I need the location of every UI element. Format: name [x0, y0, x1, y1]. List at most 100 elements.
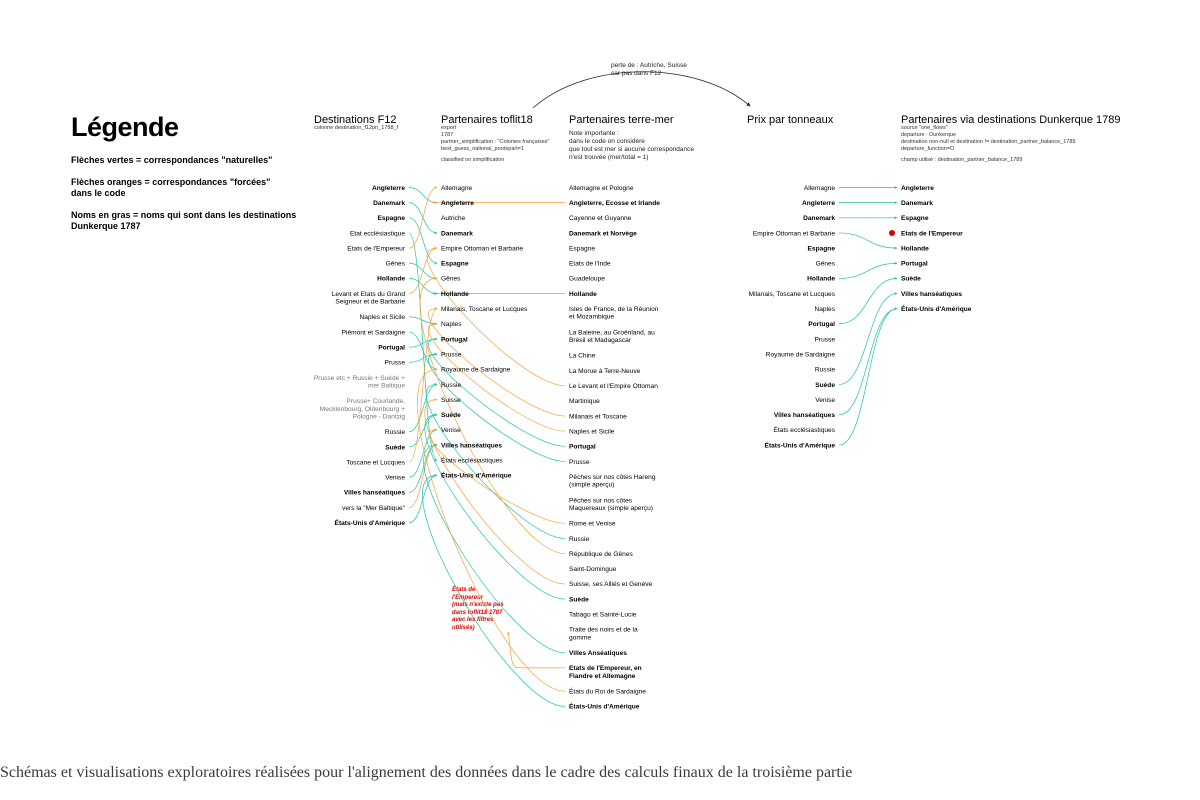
link-orange-14	[408, 307, 438, 463]
link-green-15	[408, 428, 438, 478]
node-prix-3: Empire Ottoman et Barbarie	[753, 230, 835, 237]
annotation-line: l'Empereur	[452, 594, 484, 601]
subheader-dunkerque-line: champ utilisé : destination_partner_bala…	[901, 157, 1023, 163]
link-green-9	[408, 331, 438, 371]
node-f12-5: Gênes	[386, 261, 406, 268]
subheader-toflit18-line: export	[441, 125, 457, 131]
node-terremer-1: Angleterre, Ecosse et Irlande	[569, 200, 660, 207]
legend: Légende Flèches vertes = correspondances…	[71, 112, 321, 243]
node-f12-6: Hollande	[377, 276, 405, 283]
subheader-f12-line: colonne destination_f12pn_1788_f	[314, 125, 399, 131]
link-green-40	[838, 277, 898, 325]
subheader-toflit18-line: partner_simplification : "Colonies franç…	[441, 139, 550, 145]
annotation-line: dans toflit18 1787	[452, 609, 503, 616]
node-prix-11: Royaume de Sardaigne	[766, 351, 836, 358]
node-toflit-2: Autriche	[441, 215, 466, 222]
node-terremer-13: Martinique	[569, 398, 600, 405]
node-f12-3: Etat ecclésiastique	[350, 230, 405, 237]
node-terremer-17: Prusse	[569, 459, 590, 466]
node-prix-7: Milanais, Toscane et Lucques	[749, 291, 836, 298]
node-terremer-18: Pêches sur nos côtes Hareng(simple aperç…	[569, 474, 656, 489]
subheader-f12: colonne destination_f12pn_1788_f	[314, 125, 398, 132]
node-terremer-4: Espagne	[569, 245, 595, 252]
node-terremer-25: Suède	[569, 596, 589, 603]
node-prix-10: Prusse	[814, 336, 835, 343]
subheader-toflit18-line: classified on simplification	[441, 157, 505, 163]
node-f12-20: États-Unis d'Amérique	[335, 518, 406, 527]
node-terremer-5: Etats de l'Inde	[569, 261, 611, 268]
node-f12-11: Prusse	[384, 360, 405, 367]
node-terremer-20: Rome et Venise	[569, 521, 616, 528]
top-arc-note: perte de : Autriche, Suisse car pas dans…	[611, 62, 687, 78]
annotation-line: avec les filtres	[452, 617, 494, 623]
link-green-25	[428, 352, 566, 462]
node-toflit-3: Danemark	[441, 230, 473, 237]
node-f12-4: Etats de l'Empereur	[347, 245, 406, 252]
node-terremer-12: Le Levant et l'Empire Ottoman	[569, 383, 658, 390]
node-dunk-3: Etats de l'Empereur	[901, 230, 963, 237]
node-toflit-7: Hollande	[441, 291, 469, 298]
node-prix-14: Venise	[815, 397, 835, 404]
node-toflit-14: Suisse	[441, 397, 461, 404]
link-orange-23	[428, 322, 566, 432]
top-arc-arrow	[532, 71, 751, 109]
node-f12-16: Toscane et Lucques	[346, 459, 405, 466]
subheader-terre-mer: Note importante : dans le code on consid…	[569, 130, 694, 162]
link-green-2	[408, 217, 438, 265]
node-toflit-12: Royaume de Sardaigne	[441, 367, 511, 374]
node-dunk-7: Villes hanséatiques	[901, 291, 962, 298]
header-partenaires-dunkerque: Partenaires via destinations Dunkerque 1…	[901, 114, 1121, 126]
link-green-27	[425, 383, 566, 539]
link-green-12	[408, 383, 438, 433]
node-toflit-15: Suède	[441, 412, 461, 419]
subheader-terre-mer-line: Note importante :	[569, 130, 619, 137]
node-f12-18: Villes hanséatiques	[344, 490, 405, 497]
link-green-38	[838, 232, 898, 250]
node-terremer-30: États du Roi de Sardaigne	[569, 687, 646, 696]
node-prix-8: Naples	[814, 306, 835, 313]
header-partenaires-toflit18: Partenaires toflit18	[441, 114, 533, 126]
figure-caption: Schémas et visualisations exploratoires …	[0, 764, 853, 781]
node-toflit-4: Empire Ottoman et Barbarie	[441, 245, 523, 252]
link-layer	[408, 186, 898, 707]
subheader-dunkerque-line: source "one_flows"	[901, 125, 948, 131]
node-f12-8: Naples et Sicile	[360, 314, 406, 321]
node-toflit-1: Angleterre	[441, 200, 474, 207]
red-dot-marker	[889, 229, 895, 236]
node-toflit-8: Milanais, Toscane et Lucques	[441, 306, 528, 313]
node-toflit-10: Portugal	[441, 336, 468, 343]
top-arc-note-line-2: car pas dans F12	[611, 70, 662, 77]
node-terremer-31: États-Unis d'Amérique	[569, 702, 640, 711]
annotation-line: utilisés)	[452, 624, 475, 631]
node-terremer-15: Naples et Sicile	[569, 428, 615, 435]
node-dunk-2: Espagne	[901, 215, 929, 222]
subheader-toflit18-line: best_guess_national_prodxpart=1	[441, 146, 525, 152]
annotation-line: (mais n'existe pas	[452, 602, 504, 608]
node-prix-16: États ecclésiastiques	[773, 425, 835, 434]
node-terremer-26: Tabago et Sainte-Lucie	[569, 612, 637, 619]
link-green-3	[408, 232, 438, 462]
link-green-0	[408, 187, 438, 205]
node-terremer-2: Cayenne et Guyanne	[569, 215, 632, 222]
link-green-42	[838, 307, 898, 416]
node-f12-1: Danemark	[373, 200, 405, 207]
node-terremer-0: Allemagne et Pologne	[569, 185, 634, 192]
subheader-dunkerque-line: departure : Dunkerque	[901, 132, 957, 138]
legend-bold-line-2: Dunkerque 1787	[71, 221, 141, 231]
figure-frame	[55, 0, 1145, 748]
legend-green-text: Flèches vertes = correspondances "nature…	[71, 155, 273, 165]
node-f12-14: Russie	[385, 429, 405, 436]
node-prix-0: Allemagne	[804, 185, 835, 192]
node-prix-6: Hollande	[807, 276, 835, 283]
node-f12-15: Suède	[385, 444, 405, 451]
legend-bold-line-1: Noms en gras = noms qui sont dans les de…	[71, 210, 297, 220]
node-prix-13: Suède	[815, 382, 835, 389]
node-dunk-8: États-Unis d'Amérique	[901, 304, 972, 313]
node-prix-5: Gênes	[816, 261, 836, 268]
node-terremer-22: République de Gênes	[569, 551, 633, 558]
